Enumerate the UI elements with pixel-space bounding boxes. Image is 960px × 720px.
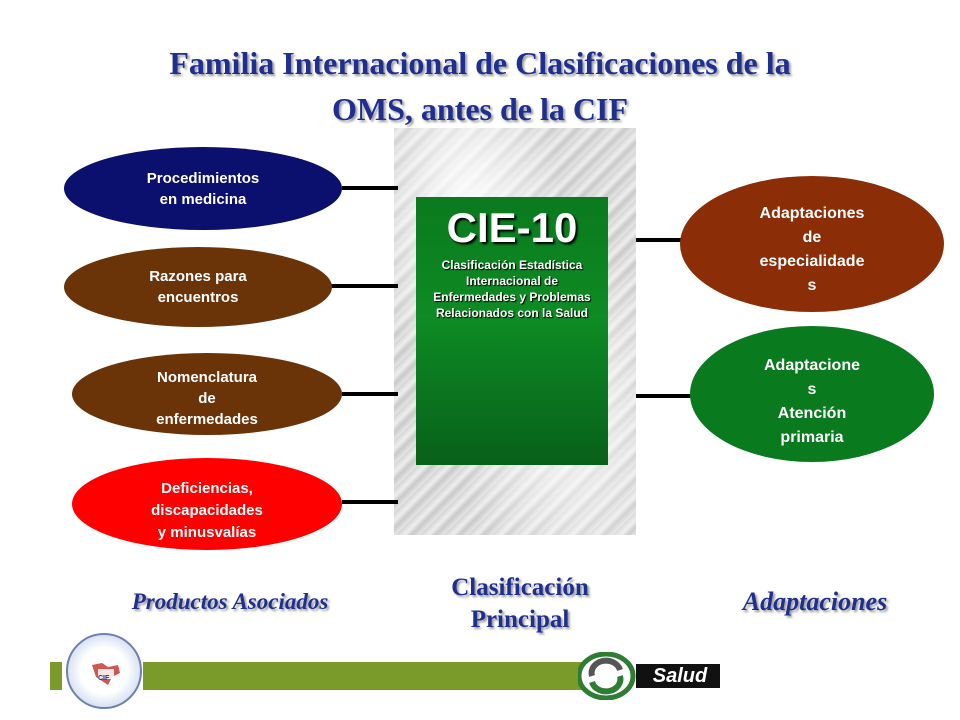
ellipse-nomenclatura-line1: Nomenclatura — [156, 369, 258, 386]
cemece-seal-logo: CIF — [66, 633, 142, 709]
label-clasificacion-line2: Principal — [470, 606, 570, 633]
ellipse-nomenclatura-line2: de — [198, 390, 216, 407]
ellipse-razones-line1: Razones para — [149, 268, 247, 285]
seal-text: CIF — [98, 675, 110, 682]
ellipse-especialidades-line2: de — [802, 229, 822, 246]
ellipse-deficiencias-line1: Deficiencias, — [161, 480, 253, 497]
slide-title: Familia Internacional de Clasificaciones… — [60, 40, 900, 132]
cie10-box: CIE-10 Clasificación Estadística Interna… — [416, 197, 608, 465]
footer-accent — [50, 662, 62, 690]
ellipse-especialidades: Adaptaciones de especialidade s — [680, 176, 944, 312]
label-clasificacion-principal: Clasificación Principal — [400, 572, 640, 636]
footer-bar — [143, 662, 583, 690]
ellipse-deficiencias: Deficiencias, discapacidades y minusvalí… — [72, 458, 342, 550]
connector-especialidades — [636, 238, 694, 242]
cie10-title: CIE-10 — [446, 204, 578, 251]
ellipse-especialidades-line1: Adaptaciones — [759, 205, 865, 222]
cie10-description: Clasificación Estadística Internacional … — [433, 258, 591, 320]
ellipse-atencion-line3: Atención — [777, 405, 847, 422]
label-adaptaciones: Adaptaciones — [742, 587, 888, 616]
connector-nomenclatura — [342, 392, 398, 396]
label-productos-asociados: Productos Asociados — [131, 589, 329, 614]
map-icon — [92, 663, 120, 685]
ellipse-deficiencias-line2: discapacidades — [151, 502, 263, 519]
ellipse-atencion-line1: Adaptacione — [763, 357, 860, 374]
ellipse-atencion-line4: primaria — [780, 429, 844, 446]
ellipse-atencion-line2: s — [807, 381, 817, 398]
ellipse-procedimientos: Procedimientos en medicina — [64, 147, 342, 230]
ellipse-deficiencias-line3: y minusvalías — [157, 524, 257, 541]
label-clasificacion-line1: Clasificación — [451, 574, 589, 601]
title-line-2: OMS, antes de la CIF — [332, 91, 628, 127]
salud-logo — [578, 652, 720, 700]
connector-procedimientos — [342, 186, 398, 190]
connector-razones — [330, 284, 398, 288]
ellipse-procedimientos-line1: Procedimientos — [146, 169, 260, 187]
ellipse-razones-line2: encuentros — [157, 289, 239, 306]
ellipse-razones: Razones para encuentros — [64, 247, 332, 327]
ellipse-especialidades-line3: especialidade — [759, 253, 865, 270]
ellipse-nomenclatura-line3: enfermedades — [156, 411, 258, 428]
ellipse-procedimientos-line2: en medicina — [159, 190, 247, 208]
connector-atencion-primaria — [636, 394, 694, 398]
ellipse-especialidades-line4: s — [807, 277, 817, 294]
title-line-1: Familia Internacional de Clasificaciones… — [169, 45, 791, 81]
salud-brand-text: Salud — [652, 665, 708, 687]
ellipse-atencion-primaria: Adaptacione s Atención primaria — [690, 326, 934, 462]
ellipse-nomenclatura: Nomenclatura de enfermedades — [72, 353, 342, 435]
connector-deficiencias — [342, 500, 398, 504]
